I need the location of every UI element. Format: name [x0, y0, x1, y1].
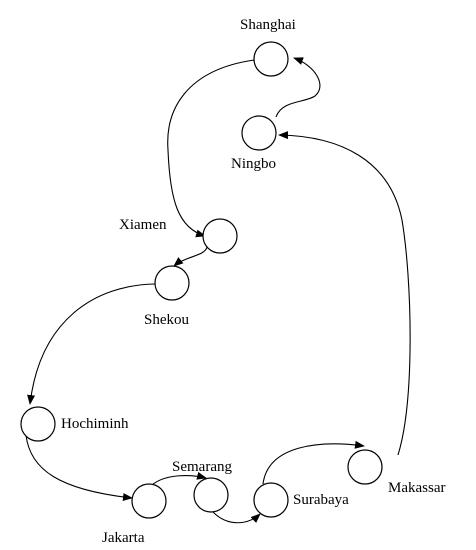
- edge-makassar-ningbo: [278, 131, 411, 456]
- node-shekou: [154, 265, 190, 301]
- label-jakarta: Jakarta: [102, 530, 145, 546]
- label-xiamen: Xiamen: [119, 217, 167, 233]
- edge-ningbo-shanghai: [275, 57, 321, 118]
- edge-surabaya-makassar: [262, 440, 365, 485]
- node-surabaya: [253, 482, 289, 518]
- edge-shanghai-xiamen: [167, 59, 255, 238]
- edge-hochiminh-jakarta: [25, 434, 133, 501]
- edge-shekou-hochiminh: [27, 283, 156, 405]
- label-makassar: Makassar: [388, 480, 445, 496]
- node-xiamen: [202, 218, 238, 254]
- label-semarang: Semarang: [172, 459, 232, 475]
- node-shanghai: [253, 41, 289, 77]
- edge-jakarta-semarang: [151, 471, 207, 486]
- label-hochiminh: Hochiminh: [61, 416, 129, 432]
- label-shanghai: Shanghai: [240, 17, 296, 33]
- node-semarang: [193, 477, 229, 513]
- label-ningbo: Ningbo: [231, 156, 276, 172]
- label-shekou: Shekou: [144, 312, 190, 328]
- label-surabaya: Surabaya: [293, 492, 349, 508]
- edge-semarang-surabaya: [212, 511, 261, 524]
- edge-xiamen-shekou: [173, 246, 208, 267]
- node-hochiminh: [20, 406, 56, 442]
- node-jakarta: [131, 483, 167, 519]
- node-ningbo: [241, 115, 277, 151]
- node-makassar: [347, 449, 383, 485]
